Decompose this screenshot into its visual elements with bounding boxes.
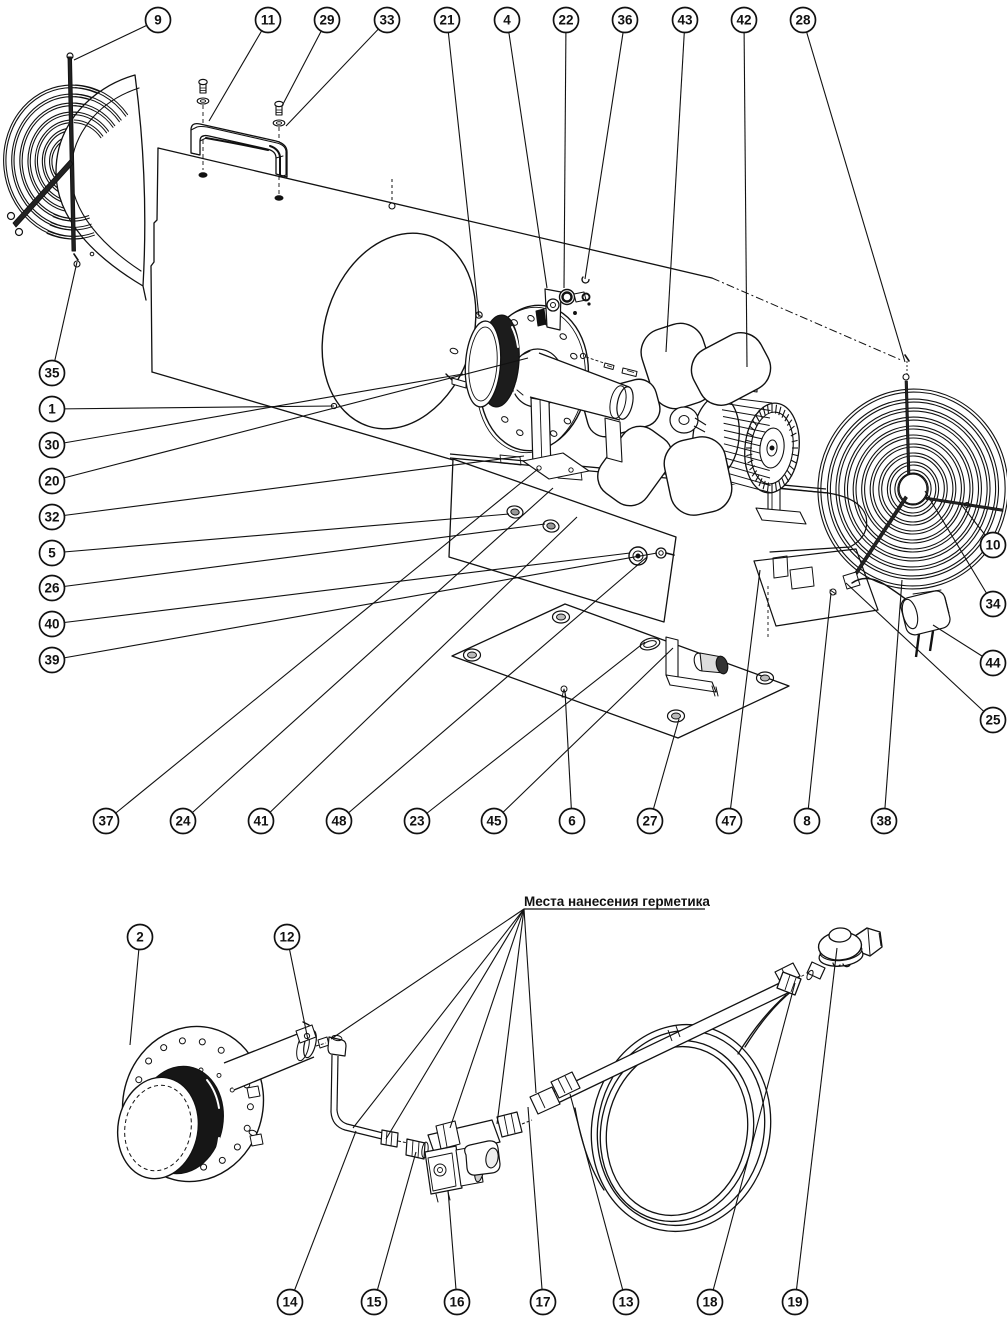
svg-text:17: 17 bbox=[535, 1295, 550, 1310]
svg-text:39: 39 bbox=[44, 653, 59, 668]
svg-text:Места нанесения герметика: Места нанесения герметика bbox=[524, 894, 710, 909]
svg-text:14: 14 bbox=[282, 1295, 298, 1310]
svg-text:18: 18 bbox=[702, 1295, 718, 1310]
svg-text:35: 35 bbox=[44, 366, 60, 381]
svg-text:30: 30 bbox=[44, 438, 59, 453]
svg-text:4: 4 bbox=[503, 13, 511, 28]
svg-text:13: 13 bbox=[618, 1295, 634, 1310]
svg-text:12: 12 bbox=[279, 930, 294, 945]
svg-text:26: 26 bbox=[44, 581, 60, 596]
svg-text:20: 20 bbox=[44, 474, 59, 489]
svg-text:41: 41 bbox=[253, 814, 269, 829]
svg-text:15: 15 bbox=[366, 1295, 382, 1310]
svg-text:36: 36 bbox=[617, 13, 633, 28]
svg-text:42: 42 bbox=[736, 13, 751, 28]
svg-text:23: 23 bbox=[409, 814, 425, 829]
svg-text:44: 44 bbox=[985, 656, 1001, 671]
svg-text:37: 37 bbox=[98, 814, 113, 829]
svg-text:11: 11 bbox=[261, 13, 276, 28]
svg-text:5: 5 bbox=[48, 546, 56, 561]
svg-text:24: 24 bbox=[175, 814, 191, 829]
svg-text:34: 34 bbox=[985, 597, 1001, 612]
svg-text:16: 16 bbox=[449, 1295, 465, 1310]
svg-text:1: 1 bbox=[48, 402, 56, 417]
svg-text:33: 33 bbox=[379, 13, 395, 28]
svg-text:9: 9 bbox=[154, 13, 162, 28]
svg-text:21: 21 bbox=[439, 13, 455, 28]
svg-text:2: 2 bbox=[136, 930, 144, 945]
svg-text:6: 6 bbox=[568, 814, 576, 829]
svg-text:40: 40 bbox=[44, 617, 59, 632]
svg-text:19: 19 bbox=[787, 1295, 802, 1310]
svg-text:47: 47 bbox=[721, 814, 736, 829]
svg-text:48: 48 bbox=[331, 814, 347, 829]
svg-text:43: 43 bbox=[677, 13, 693, 28]
svg-text:10: 10 bbox=[985, 538, 1000, 553]
svg-text:27: 27 bbox=[642, 814, 657, 829]
svg-text:45: 45 bbox=[486, 814, 502, 829]
svg-text:32: 32 bbox=[44, 510, 59, 525]
svg-text:29: 29 bbox=[319, 13, 334, 28]
svg-text:22: 22 bbox=[558, 13, 573, 28]
svg-text:8: 8 bbox=[803, 814, 811, 829]
svg-text:38: 38 bbox=[876, 814, 892, 829]
svg-text:25: 25 bbox=[985, 713, 1001, 728]
svg-text:28: 28 bbox=[795, 13, 811, 28]
